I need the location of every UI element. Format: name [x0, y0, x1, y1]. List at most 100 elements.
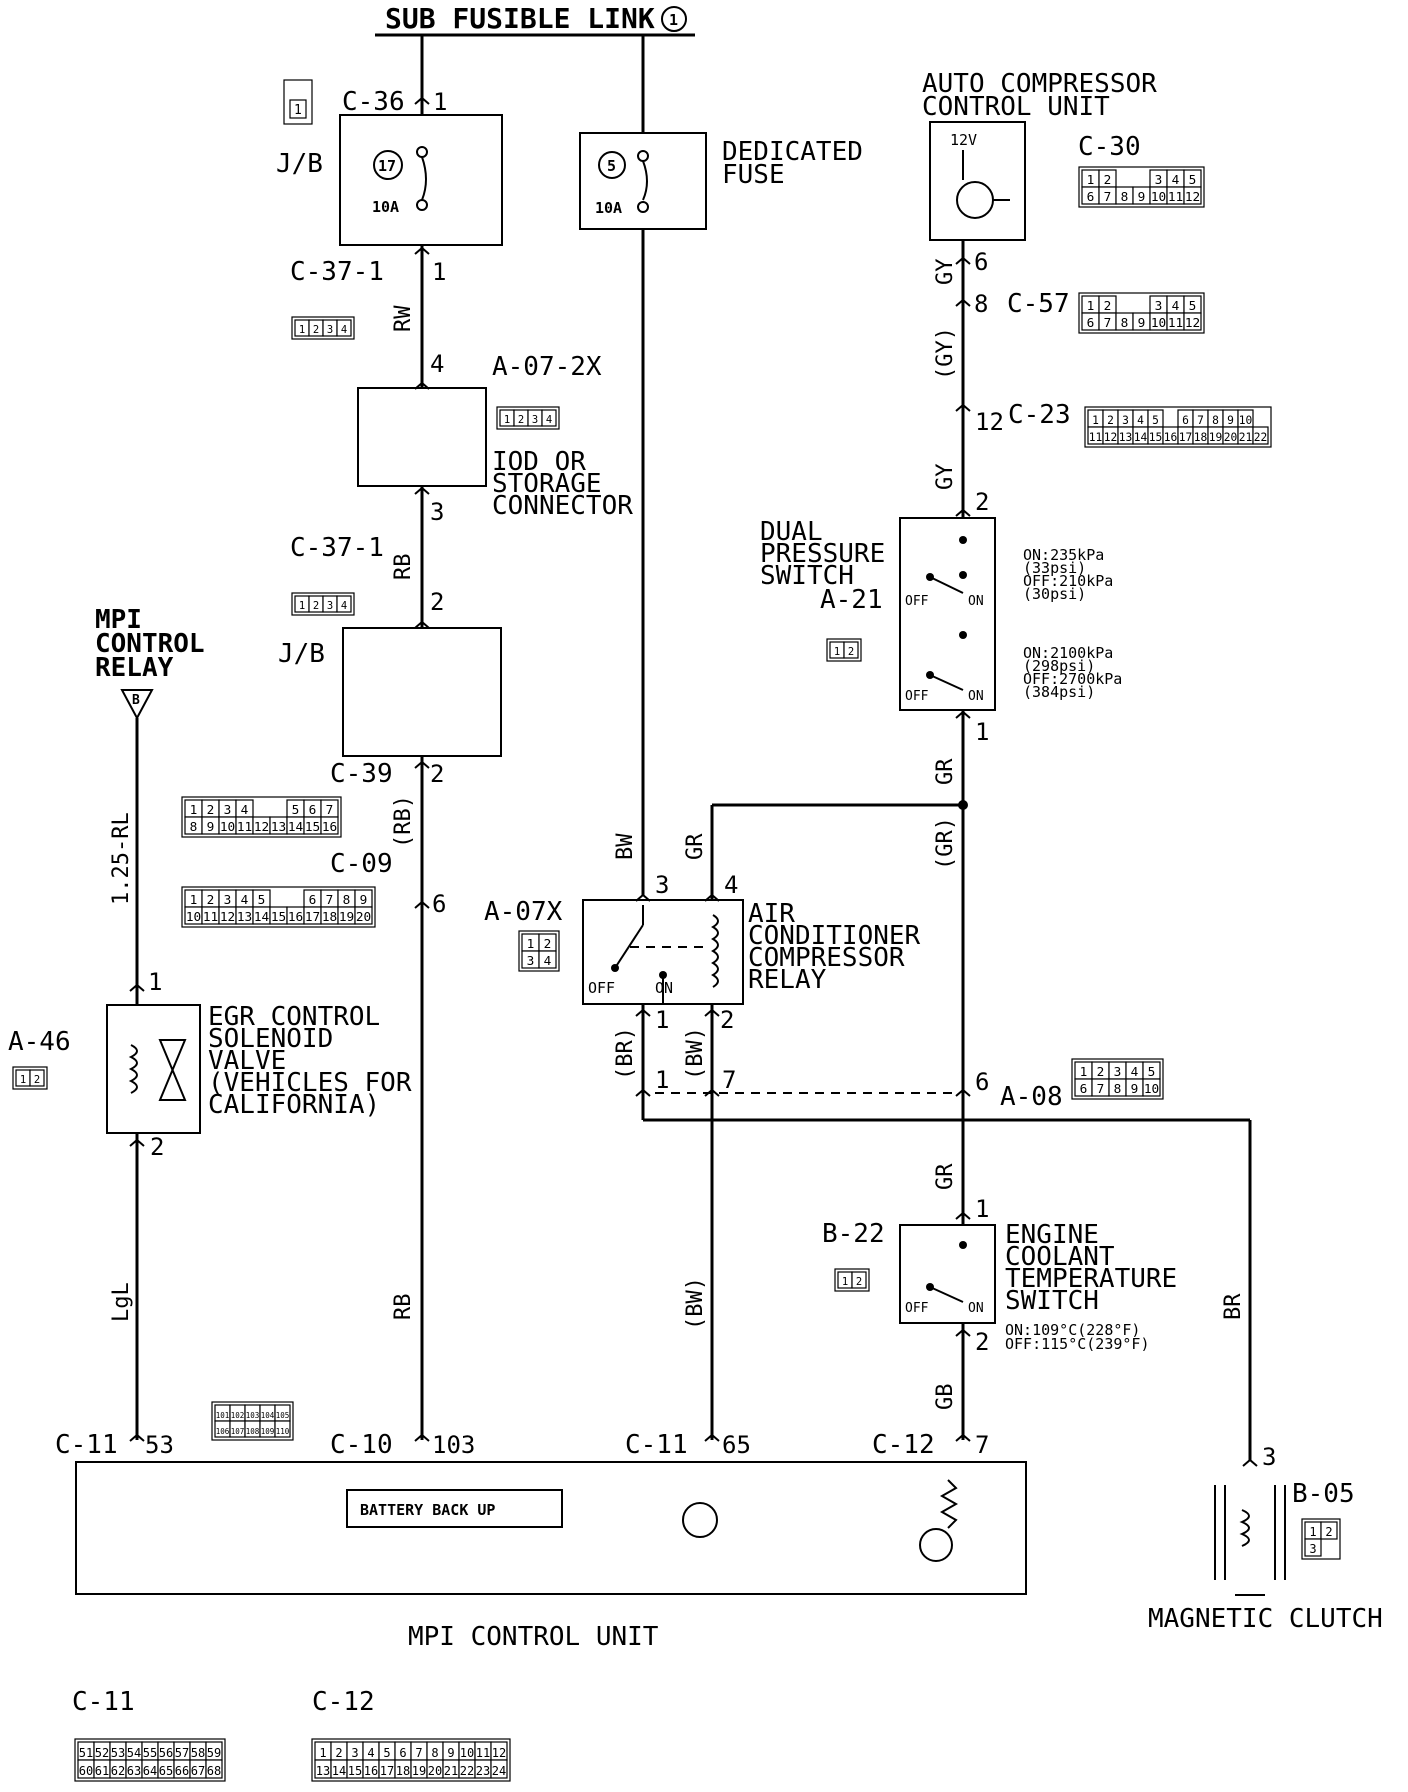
- connector-cavity-number: 1: [190, 893, 198, 908]
- connector-cavity-number: 2: [856, 1276, 862, 1288]
- ect-spec-1: ON:109°C(228°F): [1005, 1321, 1140, 1339]
- connector-cavity-number: 2: [518, 414, 524, 426]
- mpi-relay-label-2: CONTROL: [95, 629, 205, 659]
- fuse17-terminal-bottom: [416, 199, 428, 211]
- connector-cavity-number: 16: [322, 820, 337, 835]
- connector-cavity-number: 103: [246, 1411, 260, 1420]
- dps-spec-low-1: ON:235kPa: [1023, 546, 1104, 564]
- connector-cavity-number: 1: [842, 1276, 848, 1288]
- egr-label-2: SOLENOID: [208, 1024, 333, 1054]
- relay-arm-pivot: [611, 964, 619, 972]
- connector-cavity-number: 8: [190, 820, 198, 835]
- connector-cavity: [851, 1271, 867, 1289]
- fuse5-terminal-bottom: [637, 201, 649, 213]
- connector-cavity-number: 4: [1137, 414, 1144, 427]
- connector-c10-label: C-10: [330, 1430, 393, 1460]
- connector-cavity-number: 3: [1155, 299, 1163, 314]
- pin-arrow: [414, 246, 430, 255]
- pin-arrow: [414, 381, 430, 390]
- pin-egr-2: 2: [150, 1133, 164, 1161]
- mpi-relay-label-3: RELAY: [95, 653, 174, 683]
- connector-cavity-number: 56: [159, 1746, 173, 1760]
- connector-cavity-number: 6: [1182, 414, 1189, 427]
- mpi-relay-symbol-letter: B: [132, 693, 140, 708]
- connector-cavity-number: 17: [1179, 431, 1193, 444]
- connector-cavity-number: 5: [1189, 173, 1197, 188]
- connector-cavity-number: 4: [241, 803, 249, 818]
- connector-cavity-number: 1: [1087, 173, 1095, 188]
- connector-cavity-number: 11: [203, 910, 218, 925]
- connector-cavity-number: 13: [237, 910, 252, 925]
- connector-cavity-number: 20: [1224, 431, 1238, 444]
- connector-cavity-number: 11: [237, 820, 252, 835]
- connector-cavity-number: 4: [241, 893, 249, 908]
- connector-cavity-number: 7: [1104, 316, 1112, 331]
- connector-cavity-number: 1: [504, 414, 510, 426]
- connector-cavity: [354, 906, 373, 925]
- jb-label-2: J/B: [278, 639, 325, 669]
- pin-c36-1: 1: [433, 88, 447, 116]
- ect-switch-arm: [929, 1286, 964, 1303]
- connector-cavity-number: 12: [254, 820, 269, 835]
- connector-cavity-number: 63: [127, 1764, 141, 1778]
- connector-cavity-number: 3: [532, 414, 538, 426]
- connector-cavity-number: 7: [1104, 190, 1112, 205]
- pin-arrow: [955, 403, 971, 412]
- pin-ect-2: 2: [975, 1328, 989, 1356]
- connector-cavity-number: 2: [313, 600, 319, 612]
- pin-c37-1: 1: [432, 258, 446, 286]
- iod-storage-connector-box: [357, 387, 487, 487]
- connector-a46-label: A-46: [8, 1027, 71, 1057]
- connector-c11-label-1: C-11: [55, 1430, 118, 1460]
- fuse5-terminal-top: [637, 150, 649, 162]
- fuse17-number: 17: [378, 157, 396, 175]
- connector-cavity-number: 10: [1239, 414, 1253, 427]
- pin-arrow: [635, 893, 651, 902]
- fuse17-number-circle: [373, 150, 403, 180]
- dps-node-2: [959, 571, 967, 579]
- dps-high-pivot: [926, 671, 934, 679]
- pin-arrow: [704, 893, 720, 902]
- pin-a08-7: 7: [722, 1066, 736, 1094]
- connector-cavity-number: 11: [476, 1746, 490, 1760]
- ect-spec-2: OFF:115°C(239°F): [1005, 1335, 1150, 1353]
- iod-label-1: IOD OR: [492, 447, 586, 477]
- fuse17-gap: [415, 140, 429, 220]
- connector-cavity-number: 18: [322, 910, 337, 925]
- pin-c09-6: 6: [432, 890, 446, 918]
- connector-cavity-number: 6: [1087, 190, 1095, 205]
- connector-cavity-number: 3: [224, 893, 232, 908]
- dps-node-1: [959, 536, 967, 544]
- connector-cavity-number: 6: [309, 803, 317, 818]
- connector-cavity-number: 7: [326, 893, 334, 908]
- connector-cavity-number: 6: [399, 1746, 406, 1760]
- connector-cavity-number: 3: [327, 600, 333, 612]
- auto-compressor-box: [929, 121, 1026, 241]
- connector-cavity: [1320, 1521, 1338, 1540]
- connector-cavity-number: 22: [460, 1764, 474, 1778]
- dps-spec-low-3: OFF:210kPa: [1023, 572, 1113, 590]
- mpi-relay-label-1: MPI: [95, 605, 142, 635]
- fusible-link-mark-circle: [661, 6, 687, 32]
- connector-cavity-number: 58: [191, 1746, 205, 1760]
- connector-cavity-number: 23: [476, 1764, 490, 1778]
- connector-cavity-number: 54: [127, 1746, 141, 1760]
- fuse17-rating: 10A: [372, 198, 399, 216]
- dps-high-off: OFF: [905, 689, 929, 704]
- pin-arrow: [955, 1433, 971, 1442]
- dual-pressure-switch-box: [899, 517, 996, 711]
- connector-cavity-number: 55: [143, 1746, 157, 1760]
- connector-b05-label: B-05: [1292, 1479, 1355, 1509]
- connector-cavity-number: 2: [313, 324, 319, 336]
- ect-label-1: ENGINE: [1005, 1220, 1099, 1250]
- fuse5-number-circle: [598, 151, 626, 179]
- pin-arrow: [955, 1328, 971, 1337]
- connector-cavity-number: 5: [1189, 299, 1197, 314]
- connector-cavity-number: 64: [143, 1764, 157, 1778]
- connector-cavity-number: 14: [332, 1764, 346, 1778]
